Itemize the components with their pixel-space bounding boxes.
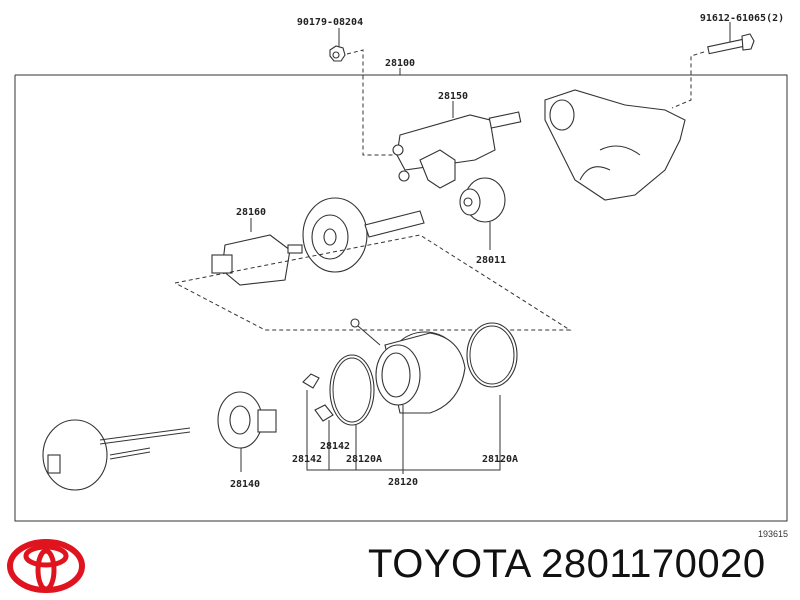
solenoid-part: [392, 101, 522, 189]
brush-spring-part: [314, 404, 334, 422]
subassembly-outline: [174, 234, 572, 331]
oring-part: [329, 354, 375, 426]
label-bolt: 91612-61065(2): [700, 13, 784, 24]
nut-part: [329, 28, 395, 156]
toyota-logo: [7, 539, 85, 593]
label-oring-a: 28120A: [346, 454, 382, 465]
label-clutch: 28011: [476, 255, 506, 266]
end-frame-part: [42, 419, 191, 491]
label-solenoid: 28150: [438, 91, 468, 102]
label-starter-assy: 28100: [385, 58, 415, 69]
reference-number: 193615: [758, 529, 788, 539]
leader-lines: [306, 390, 501, 474]
planetary-gear-part: [302, 197, 425, 273]
brush-holder-part: [217, 391, 277, 472]
clutch-part: [459, 177, 506, 250]
label-brush-spring-b: 28142: [292, 454, 322, 465]
yoke-part: [375, 331, 466, 414]
assembly-frame: [14, 74, 788, 522]
label-nut: 90179-08204: [297, 17, 363, 28]
label-brush-holder: 28140: [230, 479, 260, 490]
label-yoke: 28120: [388, 477, 418, 488]
label-brush-spring-a: 28142: [320, 441, 350, 452]
brush-spring-part: [302, 373, 320, 389]
lead-wire-part: [350, 318, 381, 346]
oring-part: [466, 322, 518, 388]
brand-part-number: TOYOTA 2801170020: [368, 542, 766, 586]
armature-part: [211, 218, 303, 286]
label-oring-b: 28120A: [482, 454, 518, 465]
drive-housing-part: [544, 89, 686, 201]
label-armature: 28160: [236, 207, 266, 218]
bolt-part: [671, 22, 755, 109]
